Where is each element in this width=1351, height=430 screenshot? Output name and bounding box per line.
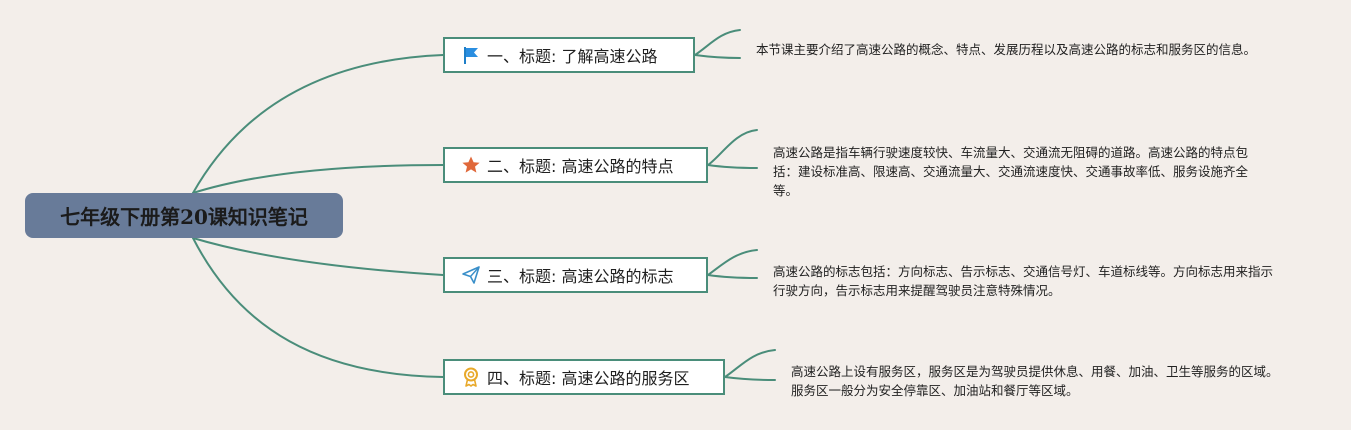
root-topic-label: 七年级下册第20课知识笔记	[60, 205, 308, 229]
connector-topic-4-note-top	[724, 349, 776, 378]
connector-root-topic-3	[192, 237, 444, 276]
topic-1-note: 本节课主要介绍了高速公路的概念、特点、发展历程以及高速公路的标志和服务区的信息。	[756, 42, 1257, 57]
topic-1-label: 一、标题: 了解高速公路	[487, 47, 658, 66]
topic-4-label: 四、标题: 高速公路的服务区	[487, 369, 690, 388]
topic-3-label: 三、标题: 高速公路的标志	[487, 267, 674, 286]
connector-root-topic-4	[192, 237, 444, 378]
connector-root-topic-2	[192, 164, 444, 194]
topic-1[interactable]: 一、标题: 了解高速公路	[443, 37, 695, 73]
connector-topic-2-note-bottom	[707, 164, 758, 169]
topic-4[interactable]: 四、标题: 高速公路的服务区	[443, 359, 725, 395]
topic-3-note: 高速公路的标志包括：方向标志、告示标志、交通信号灯、车道标线等。方向标志用来指示…	[773, 264, 1274, 298]
flag-icon	[461, 45, 481, 65]
paper-plane-icon	[461, 265, 481, 285]
star-icon	[461, 155, 481, 175]
connector-topic-3-note-bottom	[707, 274, 758, 279]
topic-2[interactable]: 二、标题: 高速公路的特点	[443, 147, 708, 183]
topic-3[interactable]: 三、标题: 高速公路的标志	[443, 257, 708, 293]
connector-root-topic-1	[192, 54, 444, 194]
topic-4-note: 高速公路上设有服务区，服务区是为驾驶员提供休息、用餐、加油、卫生等服务的区域。服…	[791, 364, 1279, 398]
award-ribbon-icon	[461, 367, 481, 387]
connector-topic-1-note-bottom	[694, 54, 741, 59]
root-topic[interactable]: 七年级下册第20课知识笔记	[25, 193, 343, 238]
topic-2-note: 高速公路是指车辆行驶速度较快、车流量大、交通流无阻碍的道路。高速公路的特点包括：…	[773, 145, 1249, 198]
connector-topic-1-note-top	[694, 29, 741, 56]
connector-topic-2-note-top	[707, 129, 758, 166]
topic-2-label: 二、标题: 高速公路的特点	[487, 157, 674, 176]
connector-topic-4-note-bottom	[724, 376, 776, 381]
connector-topic-3-note-top	[707, 249, 758, 276]
